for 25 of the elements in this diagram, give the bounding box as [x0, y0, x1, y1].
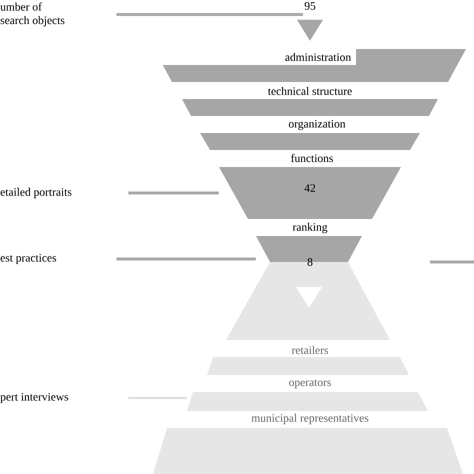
count-label: 8 [308, 258, 312, 266]
leader-line [116, 13, 304, 16]
node-label: retailers [292, 346, 328, 354]
label-text: est practices [0, 254, 56, 264]
leader-line [116, 258, 256, 260]
node-label: organization [288, 120, 346, 130]
leader-line [128, 397, 187, 399]
funnel-band: operators [187, 380, 428, 411]
node-label: operators [289, 380, 331, 388]
node-label: ranking [292, 222, 328, 234]
leader-line [128, 192, 219, 194]
funnel-band: technical structure [182, 86, 438, 116]
funnel-band: municipal representatives [153, 414, 463, 474]
label-text: etailed portraits [0, 188, 72, 198]
funnel-band: functions 42 [219, 154, 401, 219]
count-label: 95 [304, 2, 316, 10]
node-label: functions [291, 154, 333, 162]
label-text: umber of search objects [0, 2, 64, 26]
funnel-band: retailers [207, 346, 409, 375]
node-label: municipal representatives [252, 414, 368, 424]
arrow [297, 18, 323, 41]
node-label: technical structure [268, 86, 352, 96]
label-text: pert interviews [0, 393, 68, 404]
funnel-band: organization [200, 120, 420, 150]
funnel-band: administration [154, 48, 466, 82]
